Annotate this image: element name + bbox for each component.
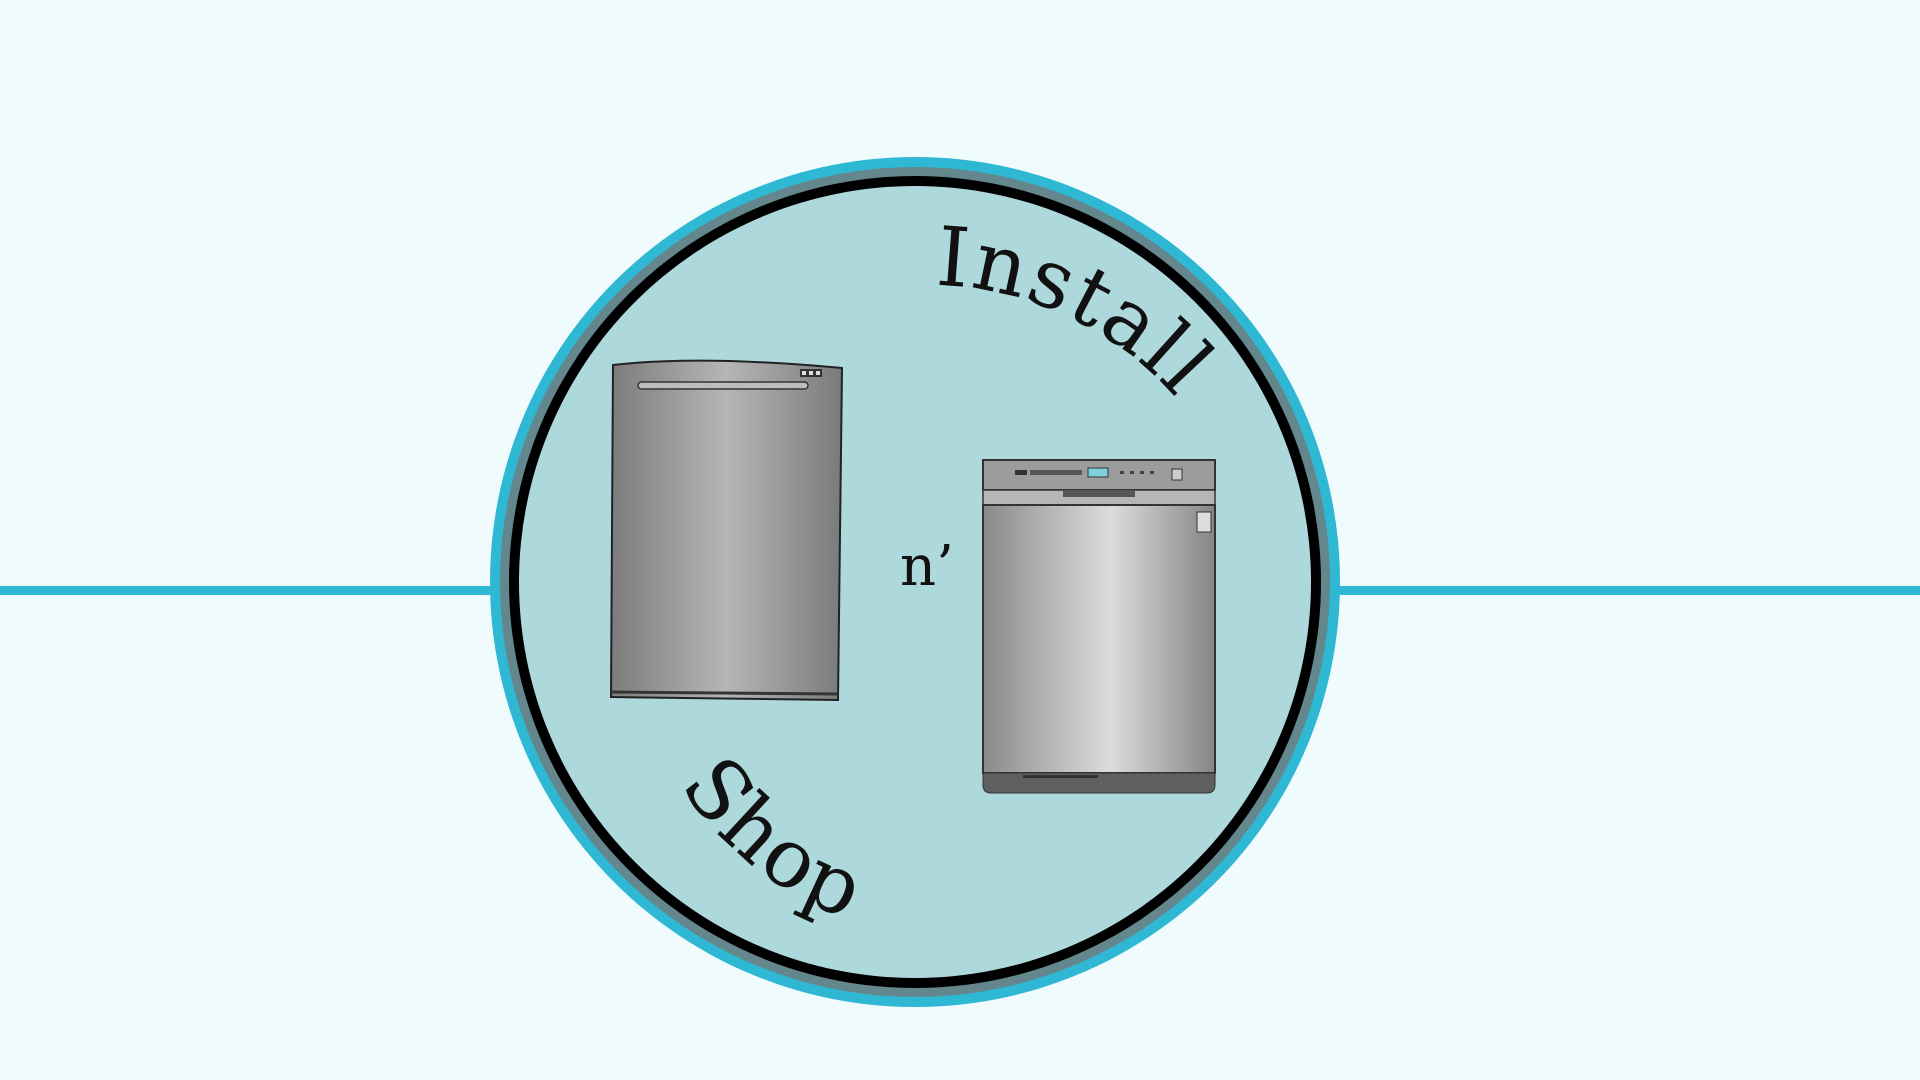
dishwasher-front-icon	[982, 459, 1216, 794]
dishwasher-panel-icon	[609, 359, 844, 702]
accent-line-left	[0, 586, 500, 595]
accent-line-right	[1338, 586, 1920, 595]
logo-connector: n’	[900, 534, 954, 599]
